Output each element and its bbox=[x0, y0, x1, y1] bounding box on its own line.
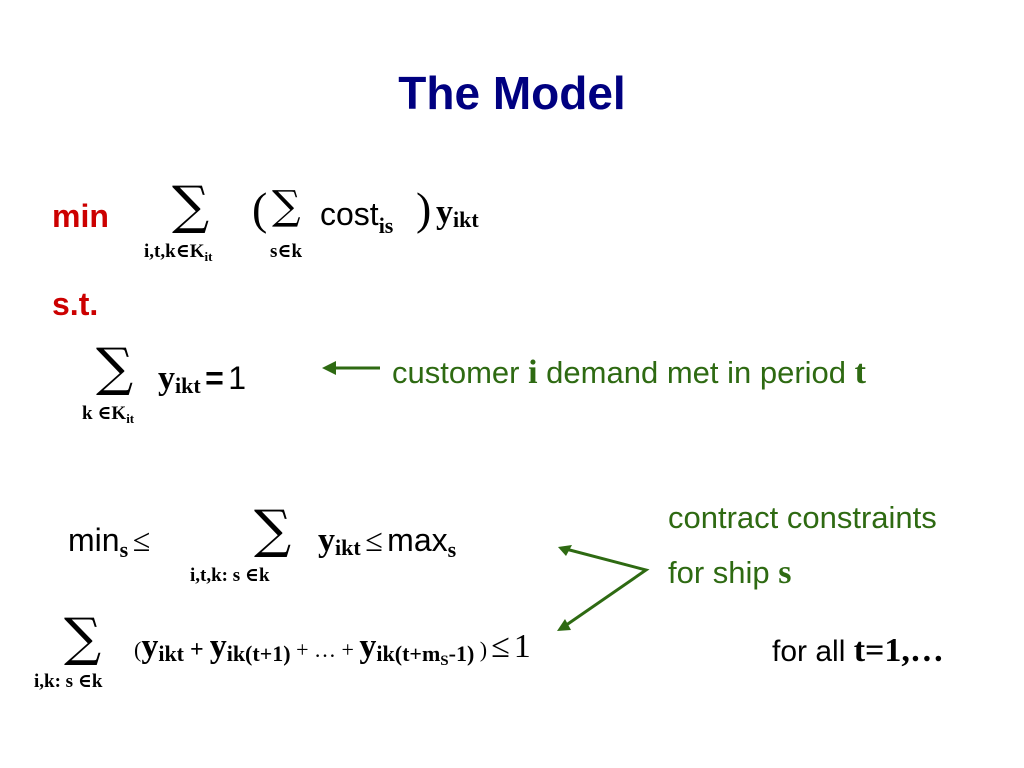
constraint3-sum-subscript: i,k: s ∈k bbox=[34, 671, 103, 692]
inner-sum-subscript: s∈k bbox=[270, 241, 303, 262]
sum-symbol: ∑ bbox=[172, 176, 210, 236]
forall-annotation: for all t=1,… bbox=[772, 632, 944, 669]
constraint2-sum-subscript: i,t,k: s ∈k bbox=[190, 565, 270, 586]
contract-annotation-line2: for ship s bbox=[668, 554, 792, 591]
demand-annotation: customer i demand met in period t bbox=[392, 354, 866, 391]
open-paren: ( bbox=[252, 183, 268, 234]
min-keyword: min bbox=[52, 198, 109, 234]
close-paren: ) bbox=[416, 183, 432, 234]
constraint1-sum-symbol: ∑ bbox=[96, 338, 134, 398]
subject-to-label: s.t. bbox=[52, 286, 99, 322]
cost-term: costis bbox=[320, 196, 394, 238]
page-title: The Model bbox=[398, 67, 626, 119]
demand-arrow bbox=[322, 361, 380, 375]
constraint2-y-and-max: yikt ≤ maxs bbox=[318, 522, 457, 562]
inner-sum-symbol: ∑ bbox=[272, 183, 301, 229]
constraint3-sum-symbol: ∑ bbox=[64, 608, 102, 668]
contract-annotation-line1: contract constraints bbox=[668, 500, 937, 535]
contract-arrows bbox=[557, 545, 650, 631]
constraint2-sum-symbol: ∑ bbox=[254, 500, 292, 560]
constraint1-y-variable: yikt = 1 bbox=[158, 360, 247, 398]
y-variable: yikt bbox=[436, 194, 479, 232]
sum-subscript: i,t,k∈Kit bbox=[144, 241, 213, 264]
constraint2-min-term: mins ≤ bbox=[68, 522, 151, 562]
constraint1-sum-subscript: k ∈Kit bbox=[82, 403, 135, 426]
constraint3-expression: (yikt + yik(t+1) + … + yik(t+mS-1) ) ≤ 1 bbox=[134, 628, 531, 669]
